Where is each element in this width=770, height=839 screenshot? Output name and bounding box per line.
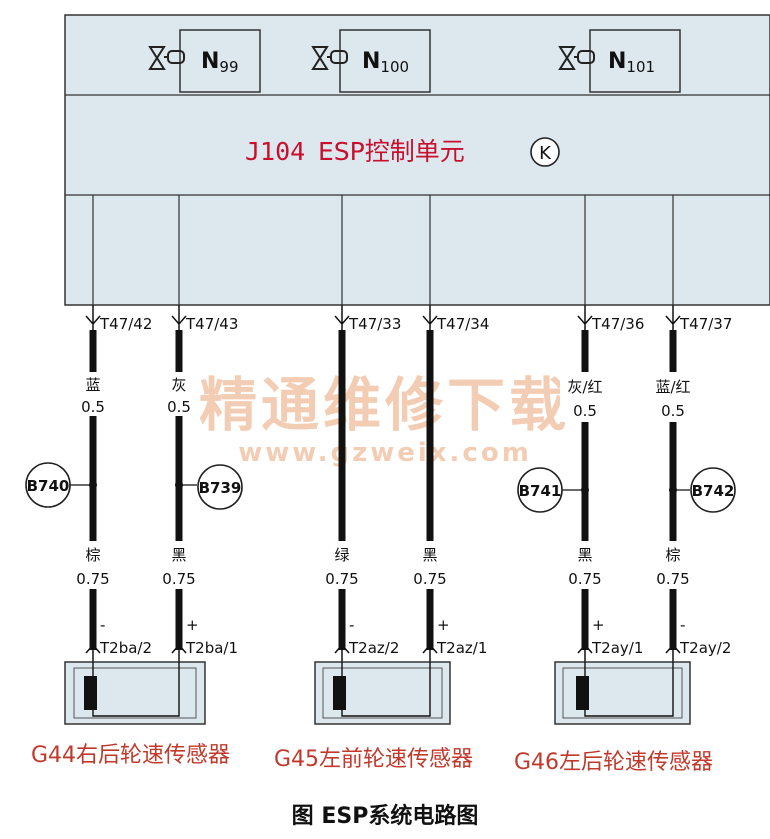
pin-label: T47/37 bbox=[679, 315, 732, 333]
watermark-url: www.gzweix.com bbox=[238, 438, 532, 468]
svg-text:N101: N101 bbox=[608, 49, 655, 76]
sensor-pin-label: T2ay/1 bbox=[591, 639, 643, 657]
wire-2-bottom-color: 黑 bbox=[171, 546, 186, 564]
wire-6-top-color: 蓝/红 bbox=[655, 378, 690, 396]
wire-5-bottom-color: 黑 bbox=[577, 546, 592, 564]
pin-label: T47/43 bbox=[185, 315, 238, 333]
pin-label: T47/36 bbox=[591, 315, 644, 333]
wire-5-top-color: 灰/红 bbox=[567, 378, 602, 396]
wire-4-bottom-size: 0.75 bbox=[413, 570, 446, 588]
valve-n100: N100 bbox=[311, 29, 431, 93]
sensor-pin-label: T2az/2 bbox=[348, 639, 399, 657]
sensor-g44 bbox=[64, 661, 206, 725]
connector-label: B739 bbox=[199, 479, 242, 497]
connector-label: B742 bbox=[692, 482, 735, 500]
splice-dot-icon bbox=[89, 481, 97, 489]
pin-label: T47/34 bbox=[436, 315, 489, 333]
connector-b740: B740 bbox=[25, 462, 97, 508]
wire-6-bottom-size: 0.75 bbox=[656, 570, 689, 588]
valve-n99: N99 bbox=[148, 29, 261, 93]
wire-3-bottom-color: 绿 bbox=[334, 546, 349, 564]
sensor-element-icon bbox=[333, 676, 346, 710]
sensor-g45 bbox=[314, 661, 451, 725]
sensor-pin-label: T2az/1 bbox=[436, 639, 487, 657]
wire-5-bottom-size: 0.75 bbox=[568, 570, 601, 588]
sensor-pin-labels: T2ba/2 T2ba/1 T2az/2 T2az/1 T2ay/1 T2ay/… bbox=[99, 639, 731, 657]
valve-n101-sub: 101 bbox=[626, 58, 655, 76]
sensor-name-g45: G45左前轮速传感器 bbox=[274, 747, 473, 772]
pin-labels: T47/42 T47/43 T47/33 T47/34 T47/36 T47/3… bbox=[99, 315, 732, 333]
splice-dot-icon bbox=[175, 481, 183, 489]
valve-n101: N101 bbox=[558, 29, 681, 93]
valve-icon bbox=[558, 46, 595, 70]
pin-label: T47/33 bbox=[348, 315, 401, 333]
wire-6-bottom-color: 棕 bbox=[665, 546, 680, 564]
valve-n99-base: N bbox=[201, 49, 219, 74]
pin-sign: + bbox=[592, 616, 605, 634]
connector-label: B740 bbox=[27, 477, 70, 495]
wire-4-bottom-color: 黑 bbox=[422, 546, 437, 564]
wire-1-bottom-size: 0.75 bbox=[76, 570, 109, 588]
k-marker-label: K bbox=[539, 143, 552, 164]
pin-sign: + bbox=[186, 616, 199, 634]
valve-icon bbox=[311, 46, 348, 70]
pin-sign: - bbox=[680, 616, 685, 634]
connector-b739: B739 bbox=[175, 464, 243, 510]
panel-separators bbox=[92, 195, 674, 305]
wire-6-top-size: 0.5 bbox=[661, 402, 685, 420]
wire-2-bottom-size: 0.75 bbox=[162, 570, 195, 588]
sensor-element-icon bbox=[84, 676, 97, 710]
splice-dot-icon bbox=[581, 486, 589, 494]
valve-n100-base: N bbox=[362, 49, 380, 74]
connector-b741: B741 bbox=[517, 467, 589, 513]
connector-circle-icon bbox=[517, 467, 563, 513]
sensor-pin-arrows bbox=[85, 643, 681, 662]
wire-3-bottom-size: 0.75 bbox=[325, 570, 358, 588]
wire-1-bottom-color: 棕 bbox=[85, 546, 100, 564]
k-marker-icon bbox=[530, 137, 560, 167]
wire-5-top-size: 0.5 bbox=[573, 402, 597, 420]
valve-n101-base: N bbox=[608, 49, 626, 74]
wire-top-labels: 蓝 0.5 灰 0.5 灰/红 0.5 蓝/红 0.5 bbox=[75, 372, 698, 422]
connector-b742: B742 bbox=[669, 467, 736, 513]
connector-circle-icon bbox=[25, 462, 71, 508]
svg-text:N99: N99 bbox=[201, 49, 239, 76]
connector-label: B741 bbox=[519, 482, 562, 500]
pin-sign: + bbox=[437, 616, 450, 634]
sensor-pin-label: T2ba/2 bbox=[99, 639, 152, 657]
wire-2-top-color: 灰 bbox=[171, 376, 186, 394]
valve-n99-sub: 99 bbox=[219, 58, 238, 76]
figure-caption: 图 ESP系统电路图 bbox=[292, 803, 479, 829]
pin-arrows bbox=[85, 305, 681, 330]
valve-n100-sub: 100 bbox=[380, 58, 409, 76]
wire-1-top-color: 蓝 bbox=[85, 376, 100, 394]
splice-dot-icon bbox=[669, 486, 677, 494]
connector-circle-icon bbox=[690, 467, 736, 513]
control-unit-id: J104 bbox=[245, 137, 305, 166]
sensor-pin-label: T2ay/2 bbox=[679, 639, 731, 657]
sensor-pin-label: T2ba/1 bbox=[185, 639, 238, 657]
pin-sign: - bbox=[100, 616, 105, 634]
sensor-g46 bbox=[554, 661, 691, 725]
wire-2-top-size: 0.5 bbox=[167, 398, 191, 416]
control-unit-marker: K bbox=[530, 137, 560, 167]
valve-icon bbox=[148, 46, 185, 70]
wire-bottom-labels: 棕 0.75 黑 0.75 绿 0.75 黑 0.75 黑 0.75 棕 0.7… bbox=[72, 541, 694, 589]
svg-text:N100: N100 bbox=[362, 49, 409, 76]
sensor-name-g44: G44右后轮速传感器 bbox=[31, 743, 230, 768]
connector-circle-icon bbox=[197, 464, 243, 510]
watermark-cn: 精通维修下载 bbox=[199, 371, 571, 439]
sensor-name-g46: G46左后轮速传感器 bbox=[514, 750, 713, 775]
sensor-element-icon bbox=[576, 676, 589, 710]
control-unit-name: ESP控制单元 bbox=[318, 137, 465, 166]
pin-sign: - bbox=[349, 616, 354, 634]
pin-label: T47/42 bbox=[99, 315, 152, 333]
sensor-pin-signs: - + - + + - bbox=[100, 616, 685, 634]
wire-1-top-size: 0.5 bbox=[81, 398, 105, 416]
